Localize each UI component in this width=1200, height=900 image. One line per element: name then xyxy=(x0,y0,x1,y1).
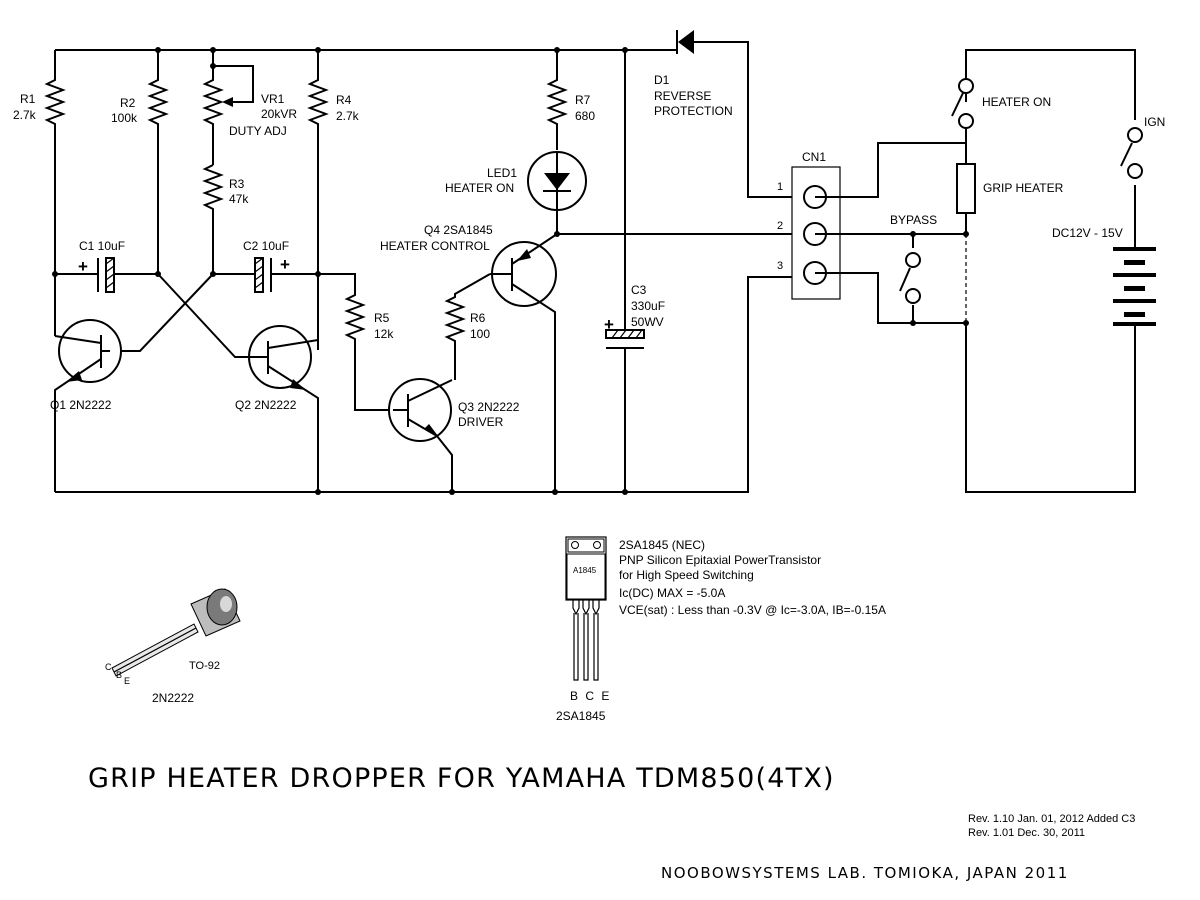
capacitor-c3: + C3 330uF 50WV xyxy=(604,50,665,492)
q3-role: DRIVER xyxy=(458,415,504,429)
cn1-pin-3: 3 xyxy=(777,260,783,272)
resistor-r4: R4 2.7k xyxy=(307,50,360,350)
resistor-r1: R1 2.7k xyxy=(13,50,66,140)
resistor-r5: R5 12k xyxy=(318,273,394,411)
resistor-r3: R3 47k xyxy=(202,164,249,274)
cn1-pin-2: 2 xyxy=(777,220,783,232)
external-wiring xyxy=(815,49,1136,493)
r6-value: 100 xyxy=(470,327,490,341)
top-rail xyxy=(55,41,793,198)
spec-line-2: PNP Silicon Epitaxial PowerTransistor xyxy=(619,553,821,567)
q2-label: Q2 2N2222 xyxy=(235,398,297,412)
to92-lead-e: E xyxy=(124,676,130,686)
r6-ref: R6 xyxy=(470,311,486,325)
r7-ref: R7 xyxy=(575,93,591,107)
switch-heater-on: HEATER ON xyxy=(951,78,1051,129)
grip-heater-element: GRIP HEATER xyxy=(956,163,1064,214)
d1-line1: REVERSE xyxy=(654,89,711,103)
transistor-q1: Q1 2N2222 xyxy=(50,319,122,492)
q1-label: Q1 2N2222 xyxy=(50,398,112,412)
credit-line: NOOBOWSYSTEMS LAB. TOMIOKA, JAPAN 2011 xyxy=(661,864,1069,882)
r2-value: 100k xyxy=(111,111,138,125)
to92-lead-c: C xyxy=(105,662,112,672)
c3-plus: + xyxy=(604,315,614,334)
led-led1: LED1 HEATER ON xyxy=(445,151,587,211)
junctions xyxy=(52,47,628,495)
vr1-ref: VR1 xyxy=(261,92,285,106)
vr1-note: DUTY ADJ xyxy=(229,124,287,138)
r4-ref: R4 xyxy=(336,93,352,107)
supply-label: DC12V - 15V xyxy=(1052,226,1123,240)
spec-line-3: for High Speed Switching xyxy=(619,568,754,582)
cn1-ref: CN1 xyxy=(802,150,826,164)
diagram-title: GRIP HEATER DROPPER FOR YAMAHA TDM850(4T… xyxy=(88,763,835,794)
heater-on-label: HEATER ON xyxy=(982,95,1051,109)
c3-rating: 50WV xyxy=(631,315,664,329)
battery-dc-supply: DC12V - 15V xyxy=(1052,226,1156,326)
grip-heater-label: GRIP HEATER xyxy=(983,181,1064,195)
q3-label: Q3 2N2222 xyxy=(458,400,520,414)
switch-bypass: BYPASS xyxy=(890,213,937,304)
r2-ref: R2 xyxy=(120,96,136,110)
wire-cross-c2-q1 xyxy=(110,273,214,352)
potentiometer-vr1: VR1 20kVR DUTY ADJ xyxy=(202,50,297,165)
to220-marking: A1845 xyxy=(573,566,597,575)
revision-line-2: Rev. 1.01 Dec. 30, 2011 xyxy=(968,827,1085,839)
c2-label: C2 10uF xyxy=(243,239,289,253)
to220-part-name: 2SA1845 xyxy=(556,709,606,723)
cn1-pin-1: 1 xyxy=(777,181,783,193)
r3-value: 47k xyxy=(229,192,249,206)
transistor-q2: Q2 2N2222 xyxy=(235,325,319,492)
resistor-r2: R2 100k xyxy=(111,50,169,274)
resistor-r6: R6 100 xyxy=(444,273,491,380)
r1-ref: R1 xyxy=(20,92,36,106)
c3-ref: C3 xyxy=(631,283,647,297)
to92-package: C B E TO-92 2N2222 xyxy=(105,588,241,705)
switch-ign: IGN xyxy=(1120,115,1165,179)
revision-line-1: Rev. 1.10 Jan. 01, 2012 Added C3 xyxy=(968,813,1135,825)
bypass-label: BYPASS xyxy=(890,213,937,227)
spec-line-4: Ic(DC) MAX = -5.0A xyxy=(619,586,725,600)
to92-package-name: TO-92 xyxy=(189,660,220,672)
to220-package: A1845 B C E 2SA1845 xyxy=(556,536,611,723)
c1-label: C1 10uF xyxy=(79,239,125,253)
r3-ref: R3 xyxy=(229,177,245,191)
capacitor-c1: C1 10uF + xyxy=(55,239,158,293)
ground-rail xyxy=(55,276,793,493)
diode-d1: D1 REVERSE PROTECTION xyxy=(654,30,733,118)
to92-part-name: 2N2222 xyxy=(152,691,194,705)
capacitor-c2: C2 10uF + xyxy=(213,239,318,293)
d1-ref: D1 xyxy=(654,73,670,87)
to92-lead-b: B xyxy=(116,670,122,680)
spec-line-5: VCE(sat) : Less than -0.3V @ Ic=-3.0A, I… xyxy=(619,603,886,617)
led1-ref: LED1 xyxy=(487,166,517,180)
c3-value: 330uF xyxy=(631,299,665,313)
vr1-value: 20kVR xyxy=(261,107,297,121)
r5-value: 12k xyxy=(374,327,394,341)
r7-value: 680 xyxy=(575,109,595,123)
q4-role: HEATER CONTROL xyxy=(380,239,490,253)
spec-line-1: 2SA1845 (NEC) xyxy=(619,538,705,552)
r4-value: 2.7k xyxy=(336,109,360,123)
transistor-q3: Q3 2N2222 DRIVER xyxy=(388,378,520,492)
r1-value: 2.7k xyxy=(13,108,37,122)
c1-plus: + xyxy=(78,257,88,276)
to220-leads: B C E xyxy=(570,689,611,703)
q4-label: Q4 2SA1845 xyxy=(424,223,493,237)
r5-ref: R5 xyxy=(374,311,390,325)
ign-label: IGN xyxy=(1144,115,1165,129)
c2-plus: + xyxy=(280,255,290,274)
resistor-r7: R7 680 xyxy=(546,50,595,150)
transistor-spec-text: 2SA1845 (NEC) PNP Silicon Epitaxial Powe… xyxy=(619,538,886,617)
wire-q4-collector-cn1 xyxy=(556,210,793,235)
d1-line2: PROTECTION xyxy=(654,104,733,118)
led1-role: HEATER ON xyxy=(445,181,514,195)
wire-cross-c1-q2 xyxy=(157,273,250,358)
transistor-q4: Q4 2SA1845 HEATER CONTROL xyxy=(380,223,558,492)
